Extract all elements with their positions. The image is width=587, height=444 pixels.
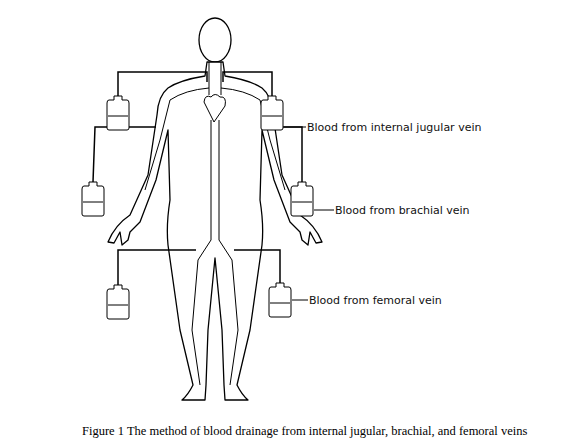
callout-label: Blood from femoral vein	[309, 294, 442, 307]
blood-bag	[261, 96, 283, 130]
callout-label: Blood from internal jugular vein	[307, 121, 481, 134]
blood-bag	[107, 96, 129, 130]
blood-bag	[291, 182, 313, 216]
blood-bag	[107, 285, 129, 319]
blood-bag	[269, 283, 291, 317]
blood-bag	[82, 182, 104, 216]
figure-caption: Figure 1 The method of blood drainage fr…	[82, 424, 527, 439]
callout-label: Blood from brachial vein	[335, 204, 470, 217]
